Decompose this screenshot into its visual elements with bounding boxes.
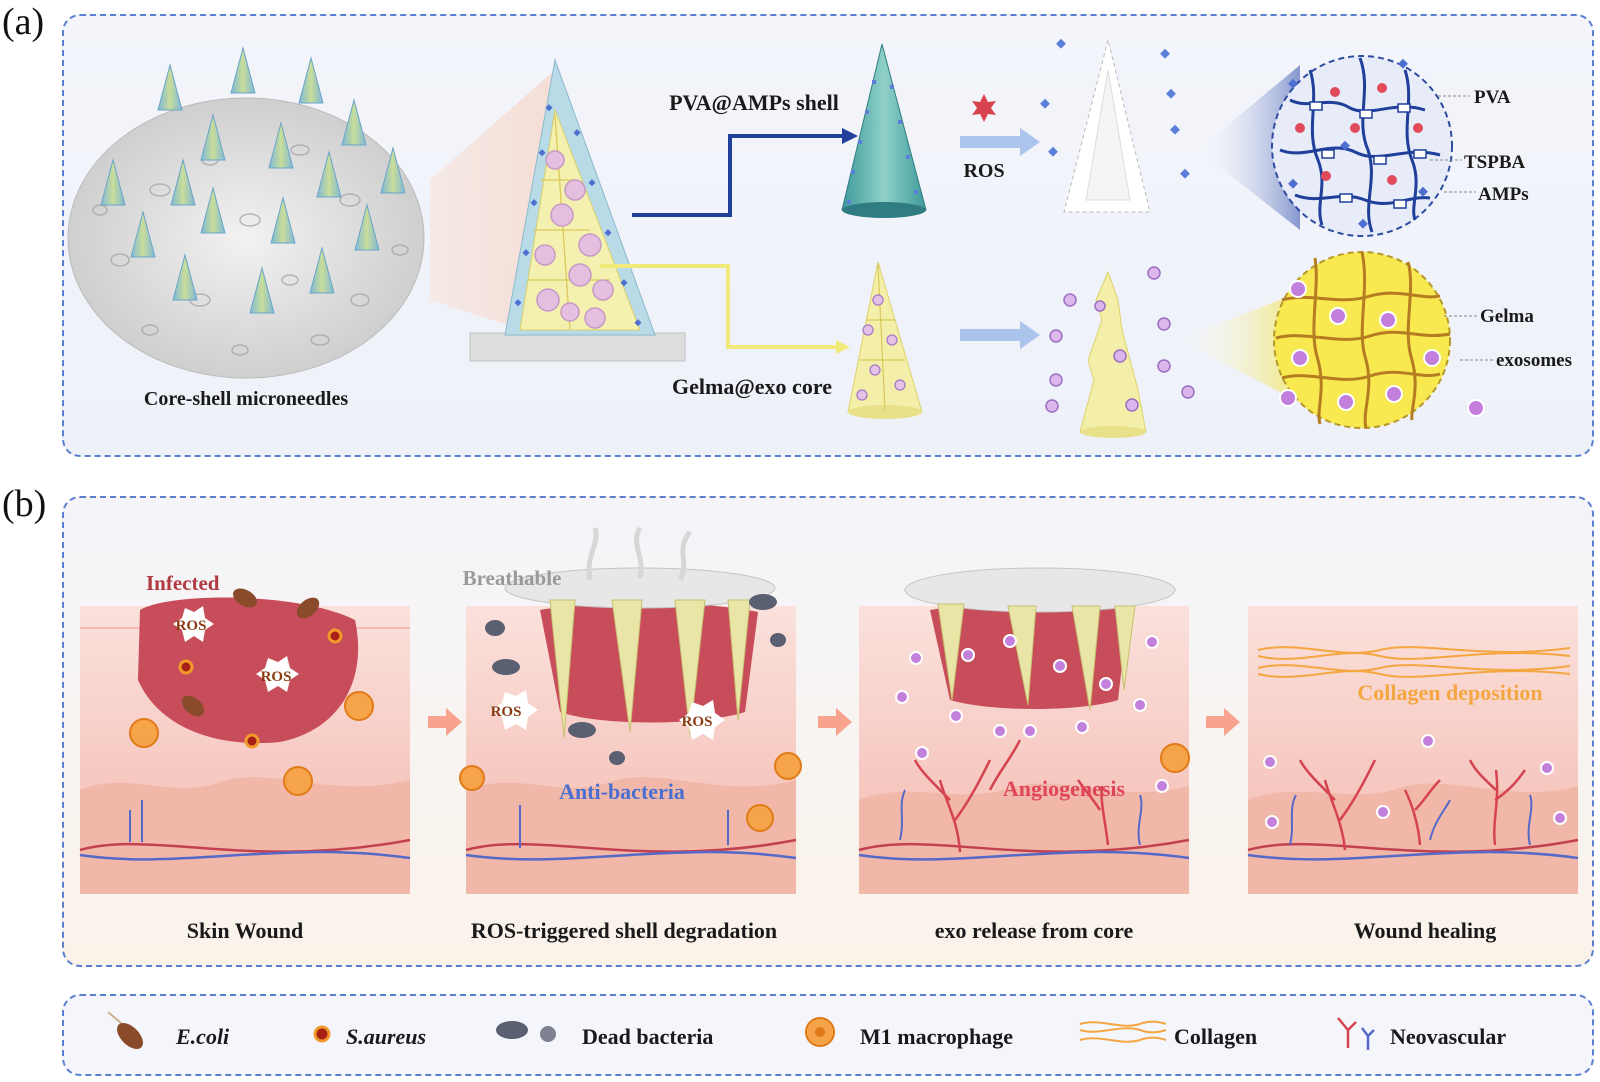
core-zoom-beam	[1178, 292, 1300, 402]
legend-m1-macrophage: M1 macrophage	[860, 1024, 1013, 1049]
core-label: Gelma@exo core	[672, 374, 832, 399]
legend-dead-bacteria: Dead bacteria	[582, 1024, 713, 1049]
stage-4-caption: Wound healing	[1354, 918, 1496, 943]
tspba-label: TSPBA	[1464, 152, 1526, 173]
stage-3-skin	[858, 567, 1190, 894]
shell-network-zoom	[1271, 55, 1453, 237]
s-aureus-icon	[313, 1025, 331, 1043]
degraded-shell	[1040, 38, 1190, 213]
ros-burst-4	[679, 700, 725, 740]
legend-collagen: Collagen	[1174, 1024, 1257, 1049]
legend-s-aureus: S.aureus	[346, 1024, 426, 1049]
stage-1-skin	[79, 588, 411, 894]
panel-b-letter: (b)	[2, 483, 47, 525]
neovascular-icon	[1337, 1017, 1375, 1050]
shell-route-arrow	[632, 128, 858, 217]
microneedle-patch	[67, 46, 555, 379]
core-shell-label: Core-shell microneedles	[144, 388, 348, 410]
core-network-zoom	[1273, 251, 1451, 429]
ros-label: ROS	[963, 160, 1004, 182]
e-coli-icon	[107, 1011, 143, 1049]
stage-2-skin	[459, 526, 802, 894]
ros-label-3: ROS	[491, 704, 522, 720]
stage-1-caption: Skin Wound	[187, 918, 303, 943]
shell-degrade-arrow	[960, 128, 1040, 156]
stage-2-caption: ROS-triggered shell degradation	[471, 918, 777, 943]
ros-label-2: ROS	[261, 669, 292, 685]
amps-label: AMPs	[1478, 184, 1529, 205]
macrophage-icon	[805, 1017, 835, 1047]
shell-zoom-beam	[1198, 65, 1300, 230]
pva-label: PVA	[1474, 87, 1511, 108]
core-release-arrow	[960, 321, 1040, 349]
ros-label-1: ROS	[176, 618, 207, 634]
core-network-callouts	[1444, 315, 1494, 361]
stage-3-caption: exo release from core	[935, 918, 1134, 943]
core-cone	[847, 261, 923, 419]
ros-star-icon	[972, 94, 996, 122]
core-route-arrow	[600, 264, 850, 354]
ros-burst-1	[173, 606, 214, 642]
breathable-label: Breathable	[463, 566, 562, 590]
stage-arrows	[428, 708, 1240, 736]
panel-a-letter: (a)	[2, 1, 45, 43]
degraded-core	[1045, 266, 1195, 438]
shell-label: PVA@AMPs shell	[669, 90, 839, 115]
exosomes-label: exosomes	[1496, 350, 1572, 371]
stage-4-skin	[1247, 606, 1579, 894]
angiogenesis-label: Angiogenesis	[1003, 776, 1126, 801]
shell-cone	[841, 43, 927, 218]
collagen-deposition-label: Collagen deposition	[1357, 680, 1542, 705]
dead-bacteria-icon	[496, 1021, 556, 1042]
collagen-icon	[1079, 1020, 1167, 1043]
ros-burst-2	[256, 656, 299, 692]
free-exosomes	[1279, 280, 1485, 417]
gelma-label: Gelma	[1480, 306, 1534, 327]
infected-label: Infected	[146, 571, 220, 595]
legend-e-coli: E.coli	[175, 1024, 230, 1049]
anti-bacteria-label: Anti-bacteria	[559, 779, 685, 804]
legend-neovascular: Neovascular	[1390, 1024, 1506, 1049]
stage-1-bacteria	[181, 588, 320, 717]
ros-burst-3	[492, 690, 538, 730]
shell-network-callouts	[1430, 95, 1476, 193]
ros-label-4: ROS	[682, 714, 713, 730]
